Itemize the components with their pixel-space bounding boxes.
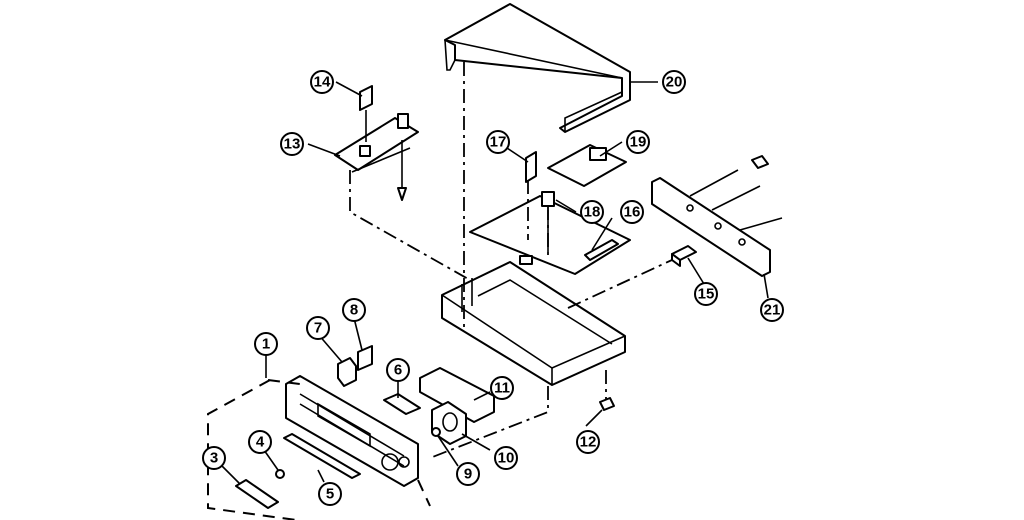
foot-3-part [235,479,279,509]
callout-13-label: 13 [284,136,301,153]
callout-6: 6 [386,358,410,382]
callout-17-label: 17 [490,134,507,151]
callout-11-label: 11 [494,380,510,397]
main-board-part [469,151,631,275]
callout-21-label: 21 [764,302,781,319]
callout-5-label: 5 [326,486,334,503]
callout-15: 15 [694,282,718,306]
callout-20-label: 20 [666,74,683,91]
knob-9-part [431,427,441,437]
callout-19: 19 [626,130,650,154]
callout-8-label: 8 [350,302,358,319]
callout-21: 21 [760,298,784,322]
strip-5-part [283,433,361,479]
callout-14-label: 14 [314,74,331,91]
callout-7-label: 7 [314,320,322,337]
callout-3: 3 [202,446,226,470]
callout-4: 4 [248,430,272,454]
upper-left-board-part [334,113,419,201]
callout-15-label: 15 [698,286,715,303]
callout-12-label: 12 [580,434,597,451]
callout-18: 18 [580,200,604,224]
bracket-8-part [357,345,373,371]
top-cover-part [444,3,631,133]
callout-19-label: 19 [630,134,647,151]
callout-18-label: 18 [584,204,601,221]
callout-1: 1 [254,332,278,356]
chassis-part [441,261,626,386]
callout-10: 10 [494,446,518,470]
front-panel-part [285,375,419,487]
callout-8: 8 [342,298,366,322]
callout-7: 7 [306,316,330,340]
callout-1-label: 1 [262,336,270,353]
assembly-lines [207,62,673,520]
callout-12: 12 [576,430,600,454]
callout-5: 5 [318,482,342,506]
callout-11: 11 [490,376,514,400]
callout-9-label: 9 [464,466,472,483]
plate-6-part [383,393,421,415]
callout-16: 16 [620,200,644,224]
screw-4-part [275,469,285,479]
foot-12-part [599,397,615,411]
button-7-part [337,357,357,387]
callout-4-label: 4 [256,434,265,451]
callout-6-label: 6 [394,362,402,379]
small-bracket-14-part [359,85,373,142]
callout-16-label: 16 [624,204,641,221]
callout-3-label: 3 [210,450,218,467]
callout-14: 14 [310,70,334,94]
callout-10-label: 10 [498,450,515,467]
connector-15-part [671,245,697,267]
callout-9: 9 [456,462,480,486]
callout-20: 20 [662,70,686,94]
callout-13: 13 [280,132,304,156]
small-board-19-part [547,144,627,187]
callout-17: 17 [486,130,510,154]
rear-bracket-part [651,155,783,277]
side-plate-11-part [419,367,495,423]
